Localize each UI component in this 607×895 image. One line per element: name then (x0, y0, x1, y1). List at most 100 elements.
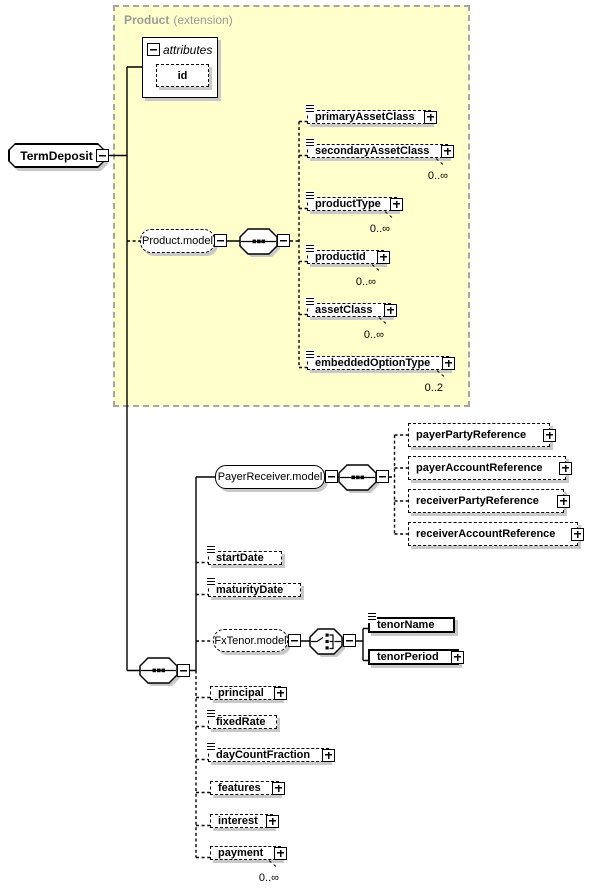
element-label: startDate (216, 552, 264, 564)
simple-content-icon (305, 350, 315, 361)
expand-icon[interactable] (451, 650, 464, 664)
expand-icon[interactable] (442, 356, 455, 370)
element-label: primaryAssetClass (315, 111, 415, 123)
element-payment[interactable]: payment (210, 846, 287, 867)
expand-icon[interactable] (390, 197, 403, 211)
occurs-label: 0..∞ (355, 276, 376, 288)
occurs-label: 0..∞ (363, 329, 384, 341)
attributes-box[interactable]: attributes id (142, 37, 218, 98)
occurs-label: 0..∞ (369, 223, 390, 235)
expand-icon[interactable] (543, 428, 556, 442)
element-label: dayCountFraction (216, 749, 311, 761)
model-group-label: FxTenor.model (214, 634, 287, 647)
simple-content-icon (305, 297, 315, 308)
collapse-icon[interactable] (277, 234, 290, 247)
element-label: fixedRate (216, 716, 266, 728)
element-label: interest (218, 815, 258, 827)
expand-icon[interactable] (274, 846, 287, 860)
expand-icon[interactable] (266, 814, 279, 828)
element-label: maturityDate (216, 584, 284, 596)
element-label: productType (315, 198, 381, 210)
occurs-label: 0..2 (424, 382, 443, 394)
element-label: TermDeposit (10, 145, 103, 166)
expand-icon[interactable] (557, 494, 570, 508)
choice-icon (309, 628, 345, 657)
collapse-icon[interactable] (96, 149, 109, 162)
element-label: payerAccountReference (416, 462, 543, 474)
simple-content-icon (206, 577, 216, 588)
element-productId[interactable]: productId (305, 244, 390, 271)
collapse-icon[interactable] (288, 634, 301, 647)
element-payerPartyReference[interactable]: payerPartyReference (408, 423, 556, 447)
simple-content-icon (305, 191, 315, 202)
occurs-label: 0..∞ (258, 872, 279, 884)
element-principal[interactable]: principal (210, 686, 287, 700)
collapse-icon[interactable] (325, 470, 338, 483)
element-maturityDate[interactable]: maturityDate (206, 577, 301, 597)
model-group-product[interactable]: Product.model (140, 229, 215, 253)
model-group-payer-receiver[interactable]: PayerReceiver.model (215, 465, 325, 489)
expand-icon[interactable] (441, 144, 454, 158)
element-assetClass[interactable]: assetClass (305, 297, 397, 324)
element-interest[interactable]: interest (210, 814, 279, 828)
simple-content-icon (206, 545, 216, 556)
expand-icon[interactable] (274, 686, 287, 700)
element-label: secondaryAssetClass (315, 145, 430, 157)
sequence-icon (139, 657, 180, 686)
element-label: features (218, 782, 261, 794)
element-label: receiverPartyReference (416, 495, 539, 507)
simple-content-icon (367, 612, 377, 623)
expand-icon[interactable] (559, 461, 572, 475)
attributes-label: attributes (163, 43, 213, 57)
element-label: tenorPeriod (377, 651, 439, 663)
element-primaryAssetClass[interactable]: primaryAssetClass (305, 104, 437, 124)
element-TermDeposit[interactable]: TermDeposit (8, 143, 105, 168)
collapse-icon[interactable] (376, 470, 389, 483)
collapse-icon[interactable] (214, 234, 227, 247)
expand-icon[interactable] (377, 250, 390, 264)
element-label: tenorName (377, 619, 435, 631)
element-startDate[interactable]: startDate (206, 545, 282, 565)
element-tenorName[interactable]: tenorName (367, 612, 455, 633)
sequence-icon (239, 228, 280, 257)
element-tenorPeriod[interactable]: tenorPeriod (368, 649, 464, 665)
collapse-icon[interactable] (177, 664, 190, 677)
element-label: embeddedOptionType (315, 357, 431, 369)
element-receiverAccountReference[interactable]: receiverAccountReference (408, 522, 584, 546)
simple-content-icon (305, 138, 315, 149)
expand-icon[interactable] (272, 781, 285, 795)
expand-icon[interactable] (571, 527, 584, 541)
element-fixedRate[interactable]: fixedRate (206, 709, 277, 729)
expand-icon[interactable] (384, 303, 397, 317)
simple-content-icon (305, 104, 315, 115)
occurs-label: 0..∞ (427, 170, 448, 182)
simple-content-icon (206, 742, 216, 753)
element-embeddedOptionType[interactable]: embeddedOptionType (305, 350, 455, 377)
extension-title: Product(extension) (124, 13, 233, 27)
extension-title-name: Product (124, 13, 170, 27)
attribute-label: id (177, 69, 188, 82)
collapse-icon[interactable] (343, 634, 356, 647)
element-label: payerPartyReference (416, 429, 527, 441)
element-dayCountFraction[interactable]: dayCountFraction (206, 742, 335, 762)
element-label: assetClass (315, 304, 373, 316)
model-group-label: Product.model (142, 235, 213, 247)
simple-content-icon (305, 244, 315, 255)
attribute-id[interactable]: id (156, 64, 209, 87)
element-receiverPartyReference[interactable]: receiverPartyReference (408, 489, 570, 513)
model-group-fx-tenor[interactable]: FxTenor.model (213, 629, 288, 652)
element-payerAccountReference[interactable]: payerAccountReference (408, 456, 572, 480)
element-features[interactable]: features (210, 781, 285, 795)
element-label: payment (218, 847, 264, 859)
expand-icon[interactable] (322, 748, 335, 762)
sequence-icon (338, 464, 379, 493)
element-secondaryAssetClass[interactable]: secondaryAssetClass (305, 138, 454, 165)
model-group-label: PayerReceiver.model (217, 471, 323, 483)
element-label: principal (218, 687, 264, 699)
element-productType[interactable]: productType (305, 191, 403, 218)
expand-icon[interactable] (424, 110, 437, 124)
element-label: productId (315, 251, 366, 263)
collapse-icon[interactable] (147, 43, 160, 56)
